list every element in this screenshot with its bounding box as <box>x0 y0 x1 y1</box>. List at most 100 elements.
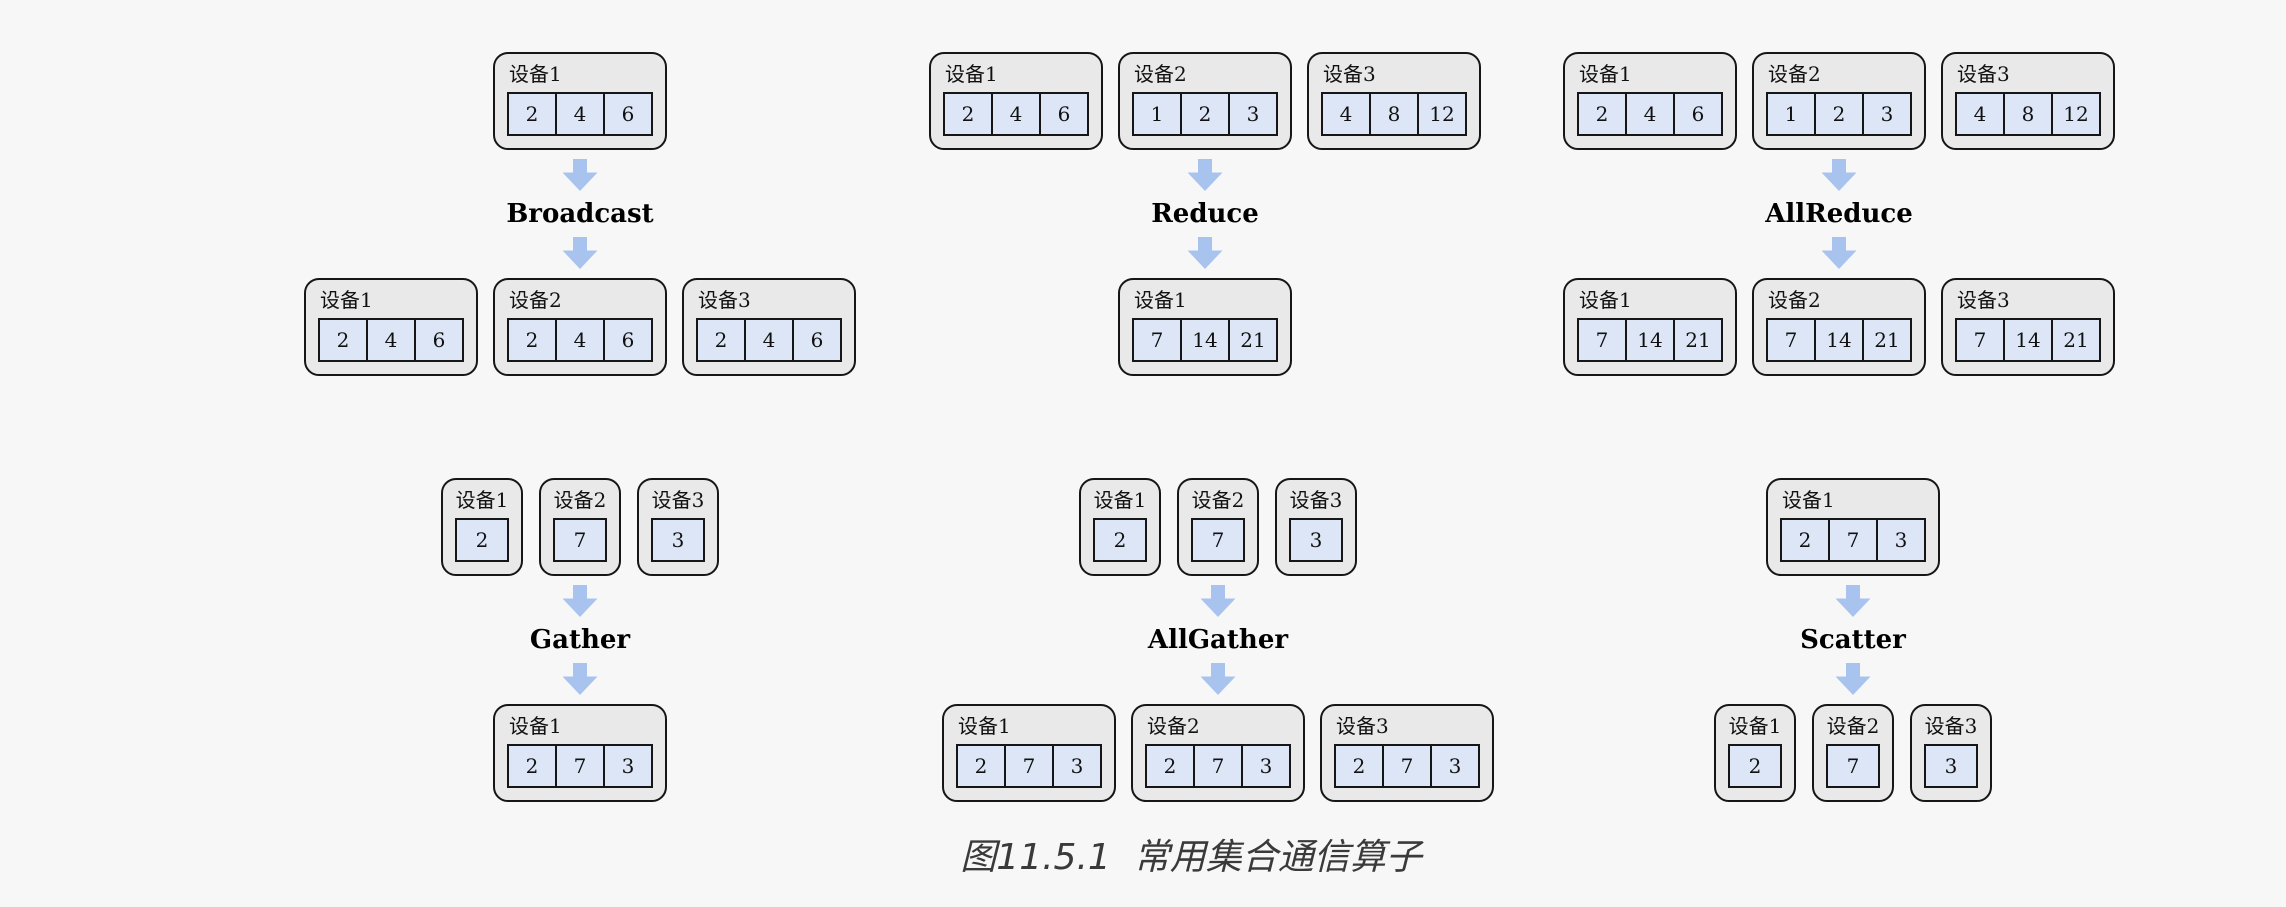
data-cell: 3 <box>603 744 653 788</box>
data-cell: 3 <box>1289 518 1343 562</box>
data-cell: 2 <box>1814 92 1864 136</box>
data-cell: 2 <box>1334 744 1384 788</box>
data-cell: 1 <box>1132 92 1182 136</box>
cell-array: 7 <box>553 518 607 562</box>
data-cell: 4 <box>1321 92 1371 136</box>
device-label: 设备1 <box>509 62 562 86</box>
device-label: 设备1 <box>455 488 509 512</box>
data-cell: 2 <box>507 92 557 136</box>
data-cell: 4 <box>555 318 605 362</box>
data-cell: 21 <box>2051 318 2101 362</box>
down-arrow-icon <box>1187 237 1223 269</box>
down-arrow-icon <box>1821 159 1857 191</box>
data-cell: 2 <box>455 518 509 562</box>
data-cell: 6 <box>1039 92 1089 136</box>
data-cell: 2 <box>507 318 557 362</box>
data-cell: 3 <box>1876 518 1926 562</box>
data-cell: 7 <box>1955 318 2005 362</box>
data-cell: 6 <box>603 92 653 136</box>
cell-array: 3 <box>651 518 705 562</box>
data-cell: 6 <box>792 318 842 362</box>
data-cell: 2 <box>1145 744 1195 788</box>
data-cell: 7 <box>1826 744 1880 788</box>
data-cell: 14 <box>1625 318 1675 362</box>
data-cell: 7 <box>555 744 605 788</box>
data-cell: 21 <box>1673 318 1723 362</box>
data-cell: 3 <box>1052 744 1102 788</box>
data-cell: 7 <box>1577 318 1627 362</box>
data-cell: 6 <box>414 318 464 362</box>
data-cell: 2 <box>956 744 1006 788</box>
data-cell: 2 <box>1780 518 1830 562</box>
operation-label: Reduce <box>1151 199 1259 229</box>
device-label: 设备1 <box>958 714 1011 738</box>
figure-caption: 图11.5.1 常用集合通信算子 <box>960 837 1422 878</box>
data-cell: 4 <box>1625 92 1675 136</box>
data-cell: 7 <box>1132 318 1182 362</box>
device-label: 设备1 <box>509 714 562 738</box>
data-cell: 3 <box>651 518 705 562</box>
down-arrow-icon <box>562 237 598 269</box>
device-label: 设备3 <box>651 488 705 512</box>
data-cell: 2 <box>943 92 993 136</box>
data-cell: 7 <box>1193 744 1243 788</box>
device-label: 设备3 <box>1323 62 1376 86</box>
data-cell: 6 <box>603 318 653 362</box>
device-label: 设备2 <box>509 288 562 312</box>
data-cell: 7 <box>1828 518 1878 562</box>
device-label: 设备3 <box>1957 288 2010 312</box>
device-label: 设备2 <box>1768 62 1821 86</box>
cell-array: 2 <box>455 518 509 562</box>
data-cell: 2 <box>1577 92 1627 136</box>
data-cell: 2 <box>696 318 746 362</box>
data-cell: 21 <box>1228 318 1278 362</box>
device-label: 设备3 <box>1957 62 2010 86</box>
data-cell: 3 <box>1430 744 1480 788</box>
device-label: 设备3 <box>1289 488 1343 512</box>
operation-label: AllGather <box>1147 625 1289 655</box>
data-cell: 7 <box>1004 744 1054 788</box>
device-label: 设备2 <box>1147 714 1200 738</box>
data-cell: 12 <box>2051 92 2101 136</box>
data-cell: 6 <box>1673 92 1723 136</box>
cell-array: 2 <box>1093 518 1147 562</box>
device-label: 设备2 <box>1191 488 1245 512</box>
data-cell: 7 <box>1382 744 1432 788</box>
down-arrow-icon <box>1187 159 1223 191</box>
device-label: 设备3 <box>1924 714 1978 738</box>
